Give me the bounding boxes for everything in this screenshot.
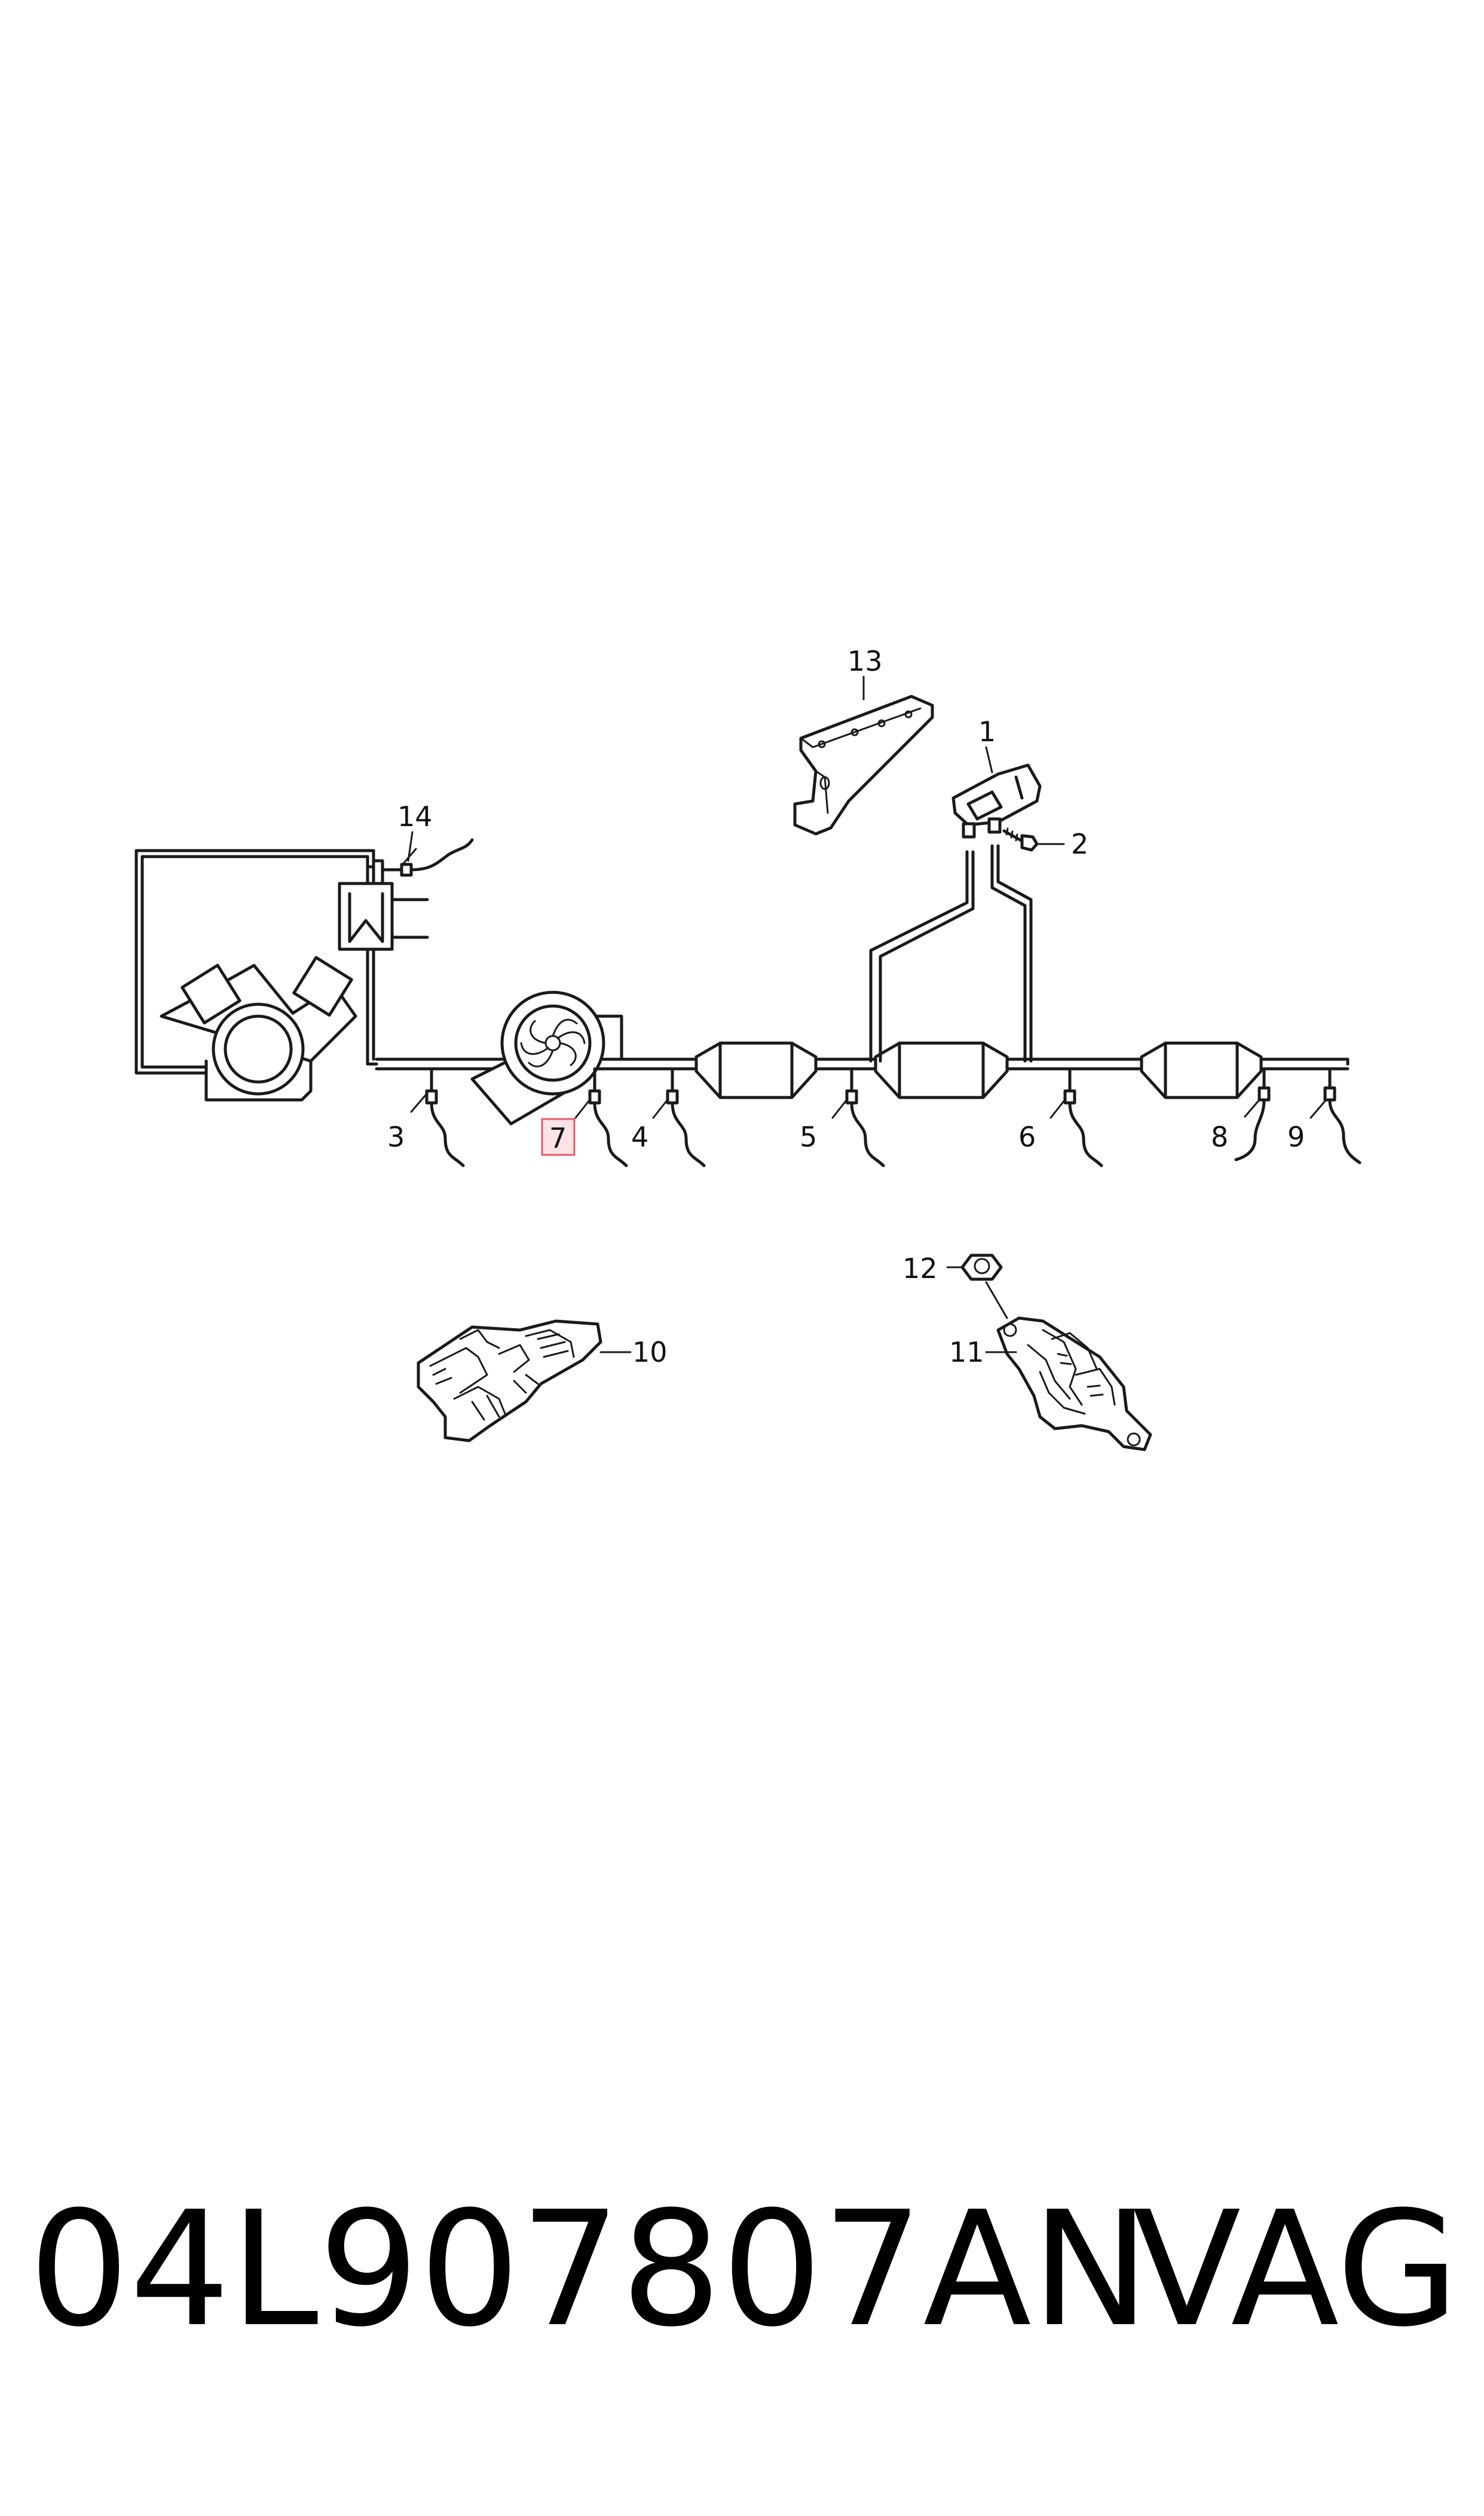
catalyst-1 bbox=[694, 1041, 818, 1099]
callout-14: 14 bbox=[397, 800, 433, 833]
pressure-lines bbox=[869, 844, 1033, 1063]
callout-6: 6 bbox=[1018, 1121, 1036, 1153]
heat-shield-13 bbox=[793, 695, 934, 836]
sensor-probe-7 bbox=[574, 1067, 628, 1167]
callout-3: 3 bbox=[387, 1121, 405, 1153]
callout-7-highlight bbox=[541, 1118, 576, 1156]
sensor-14 bbox=[381, 838, 474, 877]
catalyst-2 bbox=[874, 1041, 1009, 1099]
callout-5: 5 bbox=[800, 1121, 817, 1153]
bracket-11 bbox=[985, 1316, 1152, 1451]
sensor-probe-3 bbox=[410, 1067, 465, 1167]
part-number: 04L907807AN bbox=[29, 2178, 1150, 2362]
callout-8: 8 bbox=[1211, 1121, 1228, 1153]
callout-12: 12 bbox=[902, 1252, 938, 1285]
sensor-probe-6 bbox=[1049, 1067, 1103, 1167]
callout-9: 9 bbox=[1287, 1121, 1305, 1153]
callout-7: 7 bbox=[549, 1122, 567, 1154]
pressure-sender-1 bbox=[951, 763, 1042, 839]
sensor-probe-9 bbox=[1309, 1067, 1361, 1164]
callout-2: 2 bbox=[1071, 828, 1088, 860]
sensor-probe-4 bbox=[652, 1067, 706, 1167]
catalyst-3 bbox=[1140, 1041, 1263, 1099]
sensor-probe-5 bbox=[831, 1067, 885, 1167]
brand-label: VAG bbox=[1133, 2178, 1459, 2362]
bolt-2 bbox=[1002, 827, 1039, 852]
turbocharger bbox=[470, 990, 623, 1126]
sensor-probe-8 bbox=[1234, 1067, 1271, 1161]
callout-labels: 1 2 3 4 5 6 7 8 9 10 11 12 13 14 bbox=[387, 645, 1305, 1368]
bracket-10 bbox=[417, 1319, 632, 1442]
callout-13: 13 bbox=[847, 645, 883, 677]
callout-4: 4 bbox=[631, 1121, 648, 1153]
intercooler bbox=[338, 859, 429, 951]
callout-1: 1 bbox=[978, 716, 996, 748]
clip-12 bbox=[946, 1254, 1008, 1319]
callout-10: 10 bbox=[632, 1336, 668, 1368]
callout-11: 11 bbox=[949, 1336, 984, 1368]
